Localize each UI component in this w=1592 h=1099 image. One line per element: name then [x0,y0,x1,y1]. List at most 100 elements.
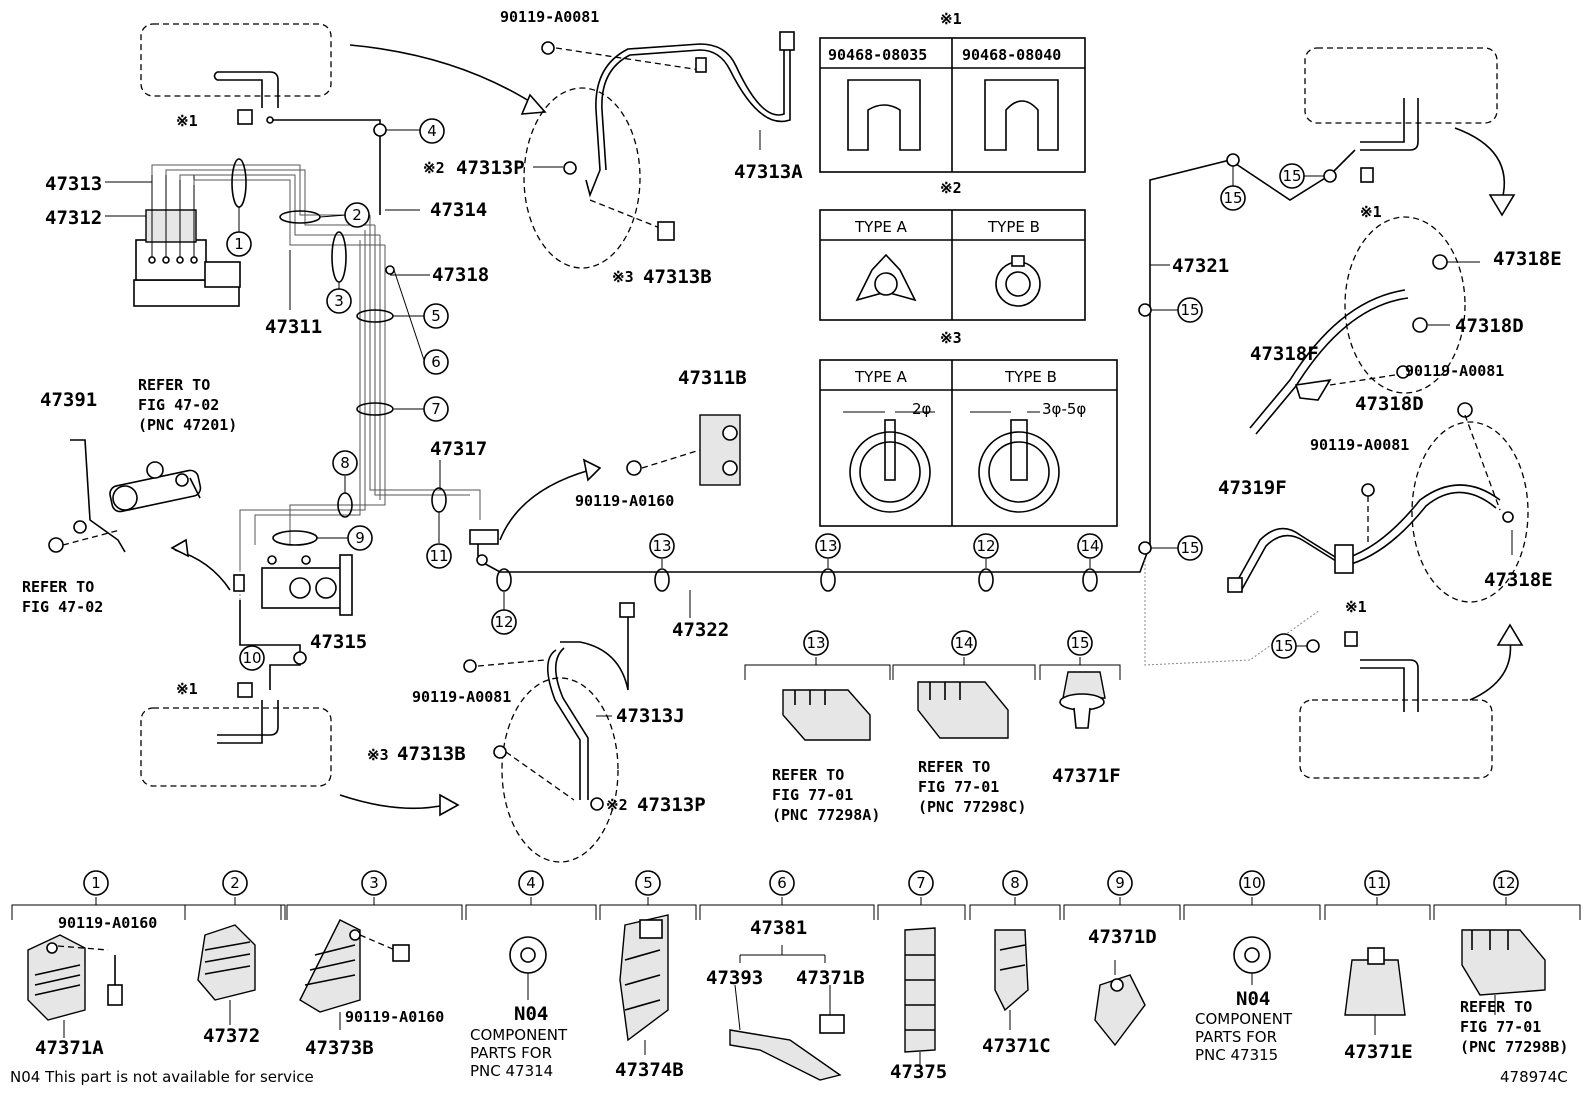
callout-b5: 5 [635,870,661,896]
svg-text:13: 13 [652,537,671,555]
rear-flex-hose [463,602,635,863]
svg-text:※3: ※3 [367,746,389,764]
callout-b7: 7 [908,870,934,896]
svg-text:90119-A0081: 90119-A0081 [1310,436,1409,454]
svg-text:REFER TO: REFER TO [138,376,210,394]
type3-b: TYPE B [1004,368,1057,386]
svg-text:47371A: 47371A [35,1037,104,1059]
svg-text:3: 3 [334,292,344,310]
front-left-wheel-box [140,23,547,115]
footer: N04 This part is not available for servi… [10,1068,1568,1086]
svg-text:FIG 47-02: FIG 47-02 [22,598,103,616]
bottom-part-labels: 90119-A0160 47371A 47372 47373B 90119-A0… [35,914,1568,1083]
master-cylinder [48,439,202,553]
svg-text:90119-A0160: 90119-A0160 [575,492,674,510]
callout-b12: 12 [1493,870,1519,896]
svg-text:4: 4 [526,874,536,892]
callout-15d: 15 [1279,163,1305,189]
pipe-bundle [151,116,481,570]
callout-12: 12 [491,609,517,635]
svg-text:47373B: 47373B [305,1037,374,1059]
svg-text:REFER TO: REFER TO [918,758,990,776]
clip-table [819,37,1086,173]
callout-14: 14 [1077,533,1103,559]
svg-text:90119-A0160: 90119-A0160 [58,914,157,932]
table-text: 90468-08035 90468-08040 TYPE A TYPE B TY… [828,46,1086,418]
type3-a: TYPE A [854,368,908,386]
svg-text:(PNC 47201): (PNC 47201) [138,416,237,434]
callout-15c: 15 [1220,185,1246,211]
svg-text:47371B: 47371B [796,967,865,989]
clamp-47311b [499,414,741,541]
callout-10: 10 [239,645,265,671]
svg-text:※3: ※3 [612,268,634,286]
svg-text:COMPONENT: COMPONENT [470,1026,568,1044]
svg-text:FIG 77-01: FIG 77-01 [772,786,853,804]
label-47313p-bot: 47313P [637,794,706,816]
svg-text:PNC 47314: PNC 47314 [470,1062,553,1080]
svg-text:※1: ※1 [176,112,198,130]
clip-col2: 90468-08040 [962,46,1061,64]
callout-b4: 4 [518,870,544,896]
svg-text:47393: 47393 [706,967,763,989]
svg-text:8: 8 [340,454,350,472]
label-47318: 47318 [432,264,489,286]
svg-text:9: 9 [1115,874,1125,892]
clamp-details-13-14-15 [744,657,1121,741]
svg-text:47371D: 47371D [1088,926,1157,948]
callout-13b: 13 [815,533,841,559]
svg-text:47374B: 47374B [615,1059,684,1081]
callout-15e: 15 [1271,633,1297,659]
svg-text:PARTS FOR: PARTS FOR [1195,1028,1277,1046]
svg-text:FIG 47-02: FIG 47-02 [138,396,219,414]
svg-text:9: 9 [355,529,365,547]
rear-right-hose-lower [1227,414,1529,603]
callout-4: 4 [419,118,445,144]
svg-text:※2: ※2 [940,179,962,197]
svg-text:N04: N04 [514,1003,548,1025]
callout-b9: 9 [1107,870,1133,896]
svg-text:REFER TO: REFER TO [772,766,844,784]
callout-14b: 14 [951,630,977,656]
svg-text:COMPONENT: COMPONENT [1195,1010,1293,1028]
brake-actuator-block [133,175,241,307]
svg-text:2: 2 [230,874,240,892]
label-47313b-bot: 47313B [397,743,466,765]
type2-b: TYPE B [987,218,1040,236]
callout-13: 13 [649,533,675,559]
callout-15b: 15 [1177,297,1203,323]
callout-b10: 10 [1239,870,1265,896]
svg-text:FIG 77-01: FIG 77-01 [1460,1018,1541,1036]
svg-text:6: 6 [777,874,787,892]
label-47318d-bot: 47318D [1355,393,1424,415]
label-47317: 47317 [430,438,487,460]
svg-text:11: 11 [1367,874,1386,892]
figure-id: 478974C [1500,1068,1568,1086]
callout-3: 3 [326,288,352,314]
svg-text:13: 13 [818,537,837,555]
svg-text:15: 15 [1274,637,1293,655]
label-47313: 47313 [45,173,102,195]
callout-1: 1 [226,231,252,257]
svg-text:3φ-5φ: 3φ-5φ [1042,400,1086,418]
svg-text:12: 12 [494,613,513,631]
label-47371f: 47371F [1052,765,1121,787]
svg-text:※1: ※1 [1360,203,1382,221]
type-table-3 [819,359,1118,527]
callout-15f: 15 [1067,630,1093,656]
label-47315: 47315 [310,631,367,653]
callout-6: 6 [423,349,449,375]
svg-text:PNC 47315: PNC 47315 [1195,1046,1278,1064]
svg-text:12: 12 [1496,874,1515,892]
clip-col1: 90468-08035 [828,46,927,64]
svg-text:15: 15 [1070,634,1089,652]
svg-text:10: 10 [242,649,261,667]
callout-9: 9 [347,525,373,551]
svg-text:90119-A0081: 90119-A0081 [500,8,599,26]
rear-brake-line [469,149,1356,666]
svg-text:※2: ※2 [606,796,628,814]
svg-text:※2: ※2 [423,159,445,177]
svg-text:47372: 47372 [203,1025,260,1047]
svg-text:5: 5 [431,307,441,325]
svg-text:(PNC 77298C): (PNC 77298C) [918,798,1026,816]
